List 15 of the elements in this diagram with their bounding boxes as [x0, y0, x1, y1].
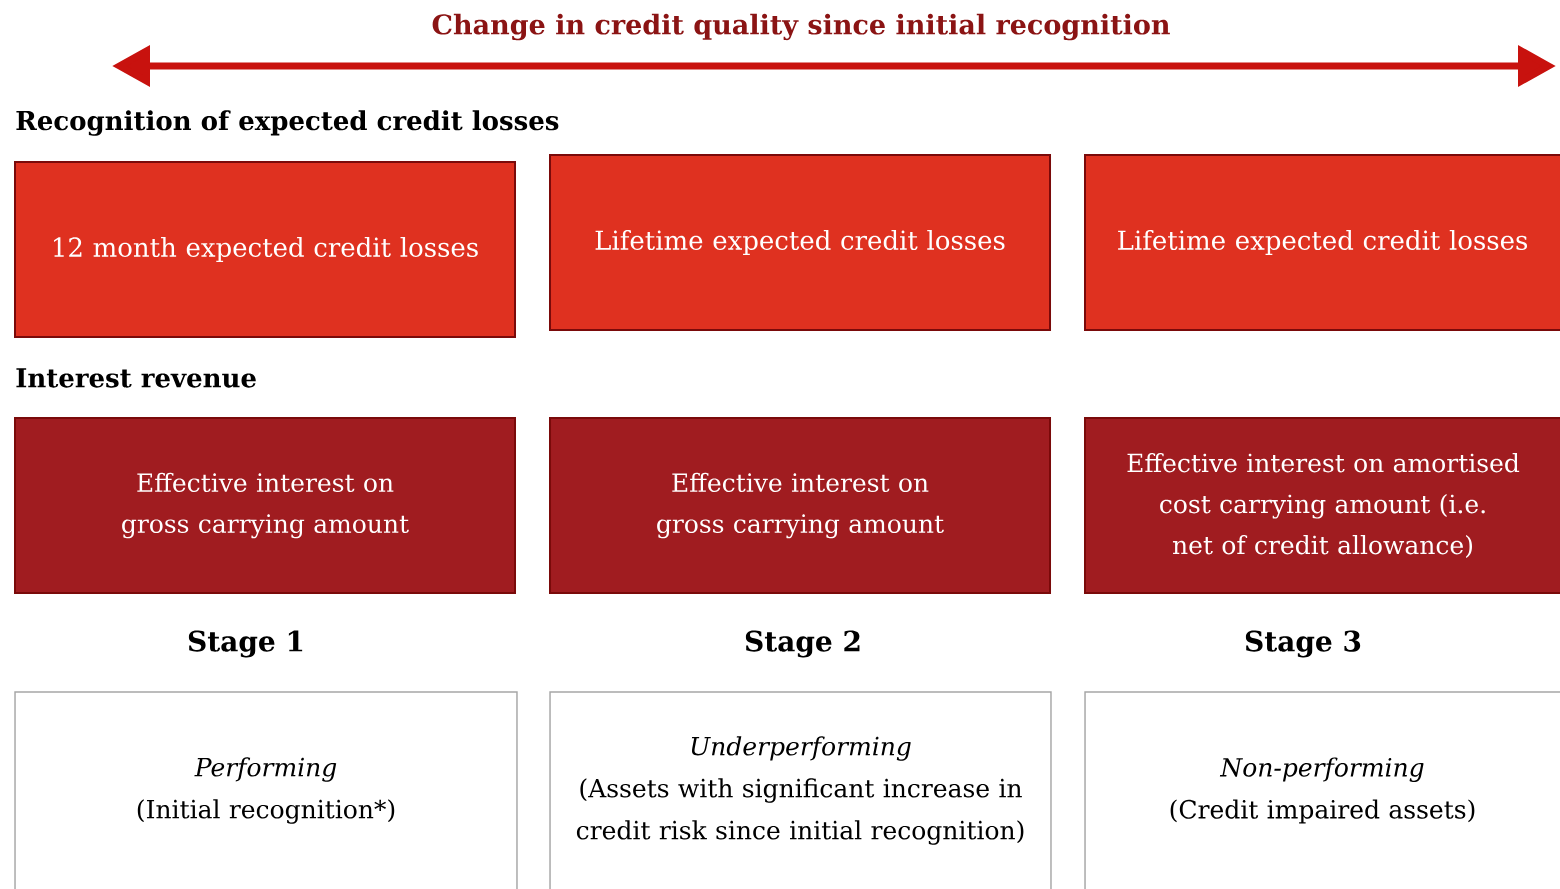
- interest-box: Effective interest on amortised cost carrying amount (i.e. net of credit allowance): [1084, 417, 1560, 594]
- title: Change in credit quality since initial recognition: [432, 13, 1170, 41]
- stage-box: Underperforming (Assets with significant increase in credit risk since initial recognition): [549, 691, 1052, 889]
- section-heading: Recognition of expected credit losses: [16, 110, 559, 136]
- stage-label: Stage 3: [1245, 630, 1361, 658]
- stage-label: Stage 2: [745, 630, 860, 658]
- stage-box: Performing (Initial recognition*): [14, 691, 518, 889]
- interest-box: Effective interest on gross carrying amount: [549, 417, 1051, 594]
- stage-box: Non-performing (Credit impaired assets): [1084, 691, 1560, 889]
- interest-box: Effective interest on gross carrying amount: [14, 417, 516, 594]
- section-heading: Interest revenue: [16, 368, 256, 388]
- loss-box: 12 month expected credit losses: [14, 161, 516, 338]
- loss-box: Lifetime expected credit losses: [1084, 154, 1560, 331]
- stage-label: Stage 1: [188, 630, 303, 658]
- loss-box: Lifetime expected credit losses: [549, 154, 1051, 331]
